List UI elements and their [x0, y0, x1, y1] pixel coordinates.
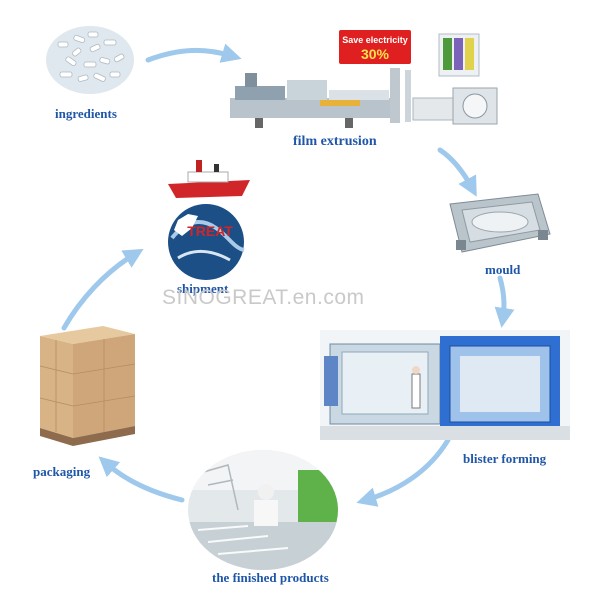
step-label-finished-products: the finished products [212, 570, 329, 585]
shipment-logo-image: TREAT [168, 160, 250, 280]
arrow-mould-to-blister [494, 275, 515, 328]
arrow-extrusion-to-mould [437, 147, 477, 197]
step-label-packaging: packaging [33, 464, 91, 479]
step-label-film-extrusion: film extrusion [293, 134, 377, 149]
mould-image [449, 193, 551, 253]
step-label-ingredients: ingredients [55, 106, 117, 121]
ingredients-pellets-image [46, 26, 134, 94]
step-label-blister-forming: blister forming [463, 451, 547, 466]
save-electricity-badge-line1: Save electricity [342, 35, 408, 45]
save-electricity-badge-line2: 30% [361, 46, 390, 62]
arrow-blister-to-products [356, 437, 451, 507]
step-label-shipment: shipment [177, 281, 229, 296]
film-extrusion-machine-image: Save electricity 30% [230, 30, 498, 128]
step-label-mould: mould [485, 262, 521, 277]
logo-text: TREAT [187, 223, 233, 239]
arrow-products-to-packaging [98, 456, 185, 503]
packaging-pallet-image [39, 326, 136, 446]
finished-products-image [188, 450, 338, 570]
blister-forming-machine-image [320, 330, 570, 440]
arrow-packaging-to-shipment [61, 248, 144, 331]
watermark: SINOGREAT.en.com [162, 286, 365, 309]
arrow-ingredients-to-extrusion [145, 43, 242, 63]
